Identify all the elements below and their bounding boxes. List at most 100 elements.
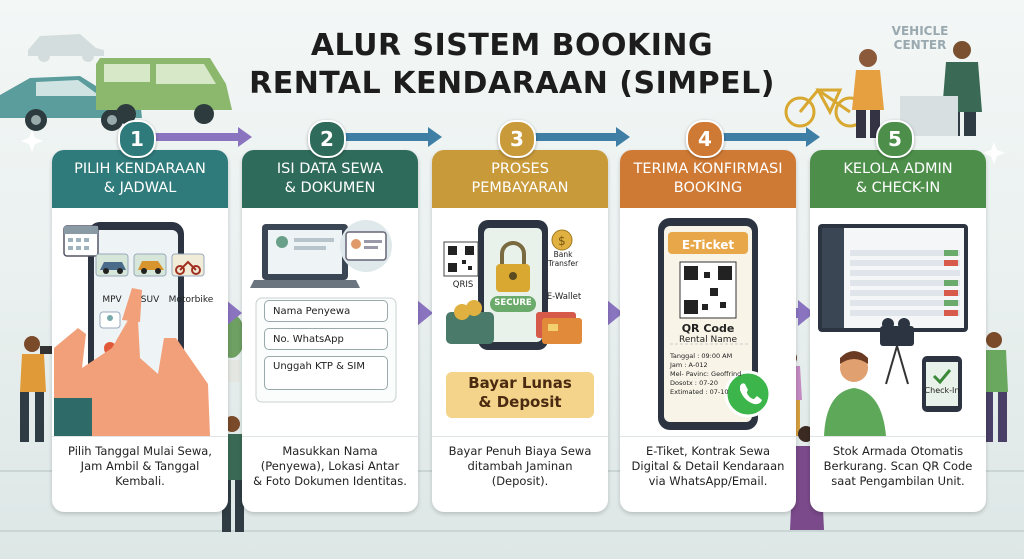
laptop-icon [250, 224, 360, 288]
step-header: PROSES PEMBAYARAN [432, 150, 608, 208]
step-title-line1: PROSES [491, 161, 549, 177]
step-illustration [54, 222, 210, 436]
desc-line: Berkurang. Scan QR Code [823, 459, 973, 473]
payment-banner: Bayar Lunas & Deposit [446, 374, 594, 412]
banner-line: & Deposit [478, 393, 562, 411]
step-illustration [658, 218, 772, 430]
step-number-badge: 5 [876, 120, 914, 158]
step-description: E-Tiket, Kontrak Sewa Digital & Detail K… [624, 444, 792, 489]
desc-line: saat Pengambilan Unit. [831, 474, 965, 488]
divider [432, 436, 608, 437]
step-header: PILIH KENDARAAN & JADWAL [52, 150, 228, 208]
arrow-right-icon [150, 127, 252, 147]
qr-code-icon [679, 261, 737, 319]
id-card-icon [340, 220, 392, 272]
payment-label-bank: Bank Transfer [548, 250, 579, 268]
step-title-line1: TERIMA KONFIRMASI [633, 161, 783, 177]
step-header: KELOLA ADMIN & CHECK-IN [810, 150, 986, 208]
step-title-line2: & CHECK-IN [855, 180, 941, 196]
wallet-icon [446, 300, 494, 344]
credit-card-icon [536, 312, 582, 344]
vehicle-label-mpv: MPV [102, 295, 122, 305]
payment-label-secure: SECURE [494, 298, 532, 308]
ticket-row: Jam : A-012 [670, 361, 708, 369]
divider [242, 436, 418, 437]
hand-icon [54, 288, 210, 436]
step-number-badge: 2 [308, 120, 346, 158]
divider [620, 436, 796, 437]
ticket-qr-label: QR Code [681, 322, 735, 335]
step-card-4: TERIMA KONFIRMASI BOOKING E-Ticket QR Cod… [620, 150, 796, 512]
step-number-badge: 3 [498, 120, 536, 158]
camera-icon [880, 318, 914, 385]
qr-code-icon [443, 241, 479, 277]
desc-line: via WhatsApp/Email. [648, 474, 768, 488]
desc-line: Bayar Penuh Biaya Sewa [448, 444, 592, 458]
sign-line2: CENTER [893, 38, 947, 52]
step-description: Stok Armada Otomatis Berkurang. Scan QR … [814, 444, 982, 489]
floor-line [0, 530, 1024, 532]
desc-line: E-Tiket, Kontrak Sewa [645, 444, 771, 458]
step-card-3: PROSES PEMBAYARAN $ QRIS SECURE Bank Tran… [432, 150, 608, 512]
sparkle-icon [21, 130, 1005, 164]
arrow-right-icon [340, 127, 442, 147]
vehicle-label-suv: SUV [140, 295, 160, 305]
step-description: Pilih Tanggal Mulai Sewa, Jam Ambil & Ta… [56, 444, 224, 489]
calendar-icon [63, 225, 99, 257]
svg-text:$: $ [558, 234, 566, 248]
step-number-badge: 4 [686, 120, 724, 158]
admin-dashboard-monitor-icon [818, 224, 968, 332]
sign-line1: VEHICLE [891, 24, 949, 38]
desc-line: Masukkan Nama [282, 444, 378, 458]
step-title-line2: PEMBAYARAN [471, 180, 569, 196]
desc-line: Digital & Detail Kendaraan [631, 459, 785, 473]
divider [52, 436, 228, 437]
green-van-icon [96, 58, 232, 124]
person-photographer-icon [20, 336, 52, 442]
step-title-line1: PILIH KENDARAAN [74, 161, 206, 177]
step-description: Masukkan Nama (Penyewa), Lokasi Antar & … [246, 444, 414, 489]
person-woman-icon [852, 49, 884, 138]
coin-icon: $ [551, 229, 573, 251]
step-title-line1: KELOLA ADMIN [843, 161, 953, 177]
step-card-1: PILIH KENDARAAN & JADWAL MPV SUV Motorbik… [52, 150, 228, 512]
checkin-label: Check-In [924, 386, 960, 395]
step-description: Bayar Penuh Biaya Sewa ditambah Jaminan … [436, 444, 604, 489]
page-title-line1: ALUR SISTEM BOOKING [310, 28, 714, 63]
desc-line: Kembali. [115, 474, 165, 488]
step-title-line2: & DOKUMEN [284, 180, 376, 196]
desc-line: & Foto Dokumen Identitas. [253, 474, 407, 488]
step-illustration [818, 224, 968, 436]
payment-label-ewallet: E-Wallet [546, 292, 582, 302]
step-card-5: KELOLA ADMIN & CHECK-IN [810, 150, 986, 512]
mpv-car-icon [100, 262, 126, 274]
step-header: TERIMA KONFIRMASI BOOKING [620, 150, 796, 208]
ticket-row: Extimated : 07-10 [670, 388, 729, 396]
desc-line: (Deposit). [491, 474, 549, 488]
step-title-line2: BOOKING [673, 180, 743, 196]
banner-line: Bayar Lunas [468, 374, 572, 392]
vehicle-label-motorbike: Motorbike [168, 295, 214, 305]
whatsapp-icon [724, 370, 772, 418]
faded-car-icon [28, 34, 104, 62]
form-field-nama: Nama Penyewa [264, 300, 388, 322]
form-field-whatsapp: No. WhatsApp [264, 328, 388, 350]
admin-woman-icon [824, 351, 886, 436]
step-title-line1: ISI DATA SEWA [276, 161, 384, 177]
step-illustration: $ [443, 220, 594, 418]
step-card-2: ISI DATA SEWA & DOKUMEN Nama Penyewa No. … [242, 150, 418, 512]
ticket-row: Tanggal : 09:00 AM [670, 352, 733, 360]
page-title-line2: RENTAL KENDARAAN (SIMPEL) [249, 66, 775, 101]
ticket-row: Mel- Pavinc: Geoffrind [670, 370, 742, 378]
divider [810, 436, 986, 437]
person-man-tablet-icon [982, 332, 1008, 442]
payment-label-qris: QRIS [452, 280, 474, 290]
suv-car-icon [138, 261, 164, 274]
step-title-line2: & JADWAL [103, 180, 177, 196]
vehicle-center-sign: VEHICLE CENTER [880, 24, 960, 52]
padlock-icon [496, 241, 530, 292]
step-header: ISI DATA SEWA & DOKUMEN [242, 150, 418, 208]
desc-line: Jam Ambil & Tanggal [80, 459, 200, 473]
ticket-header: E-Ticket [681, 238, 735, 252]
